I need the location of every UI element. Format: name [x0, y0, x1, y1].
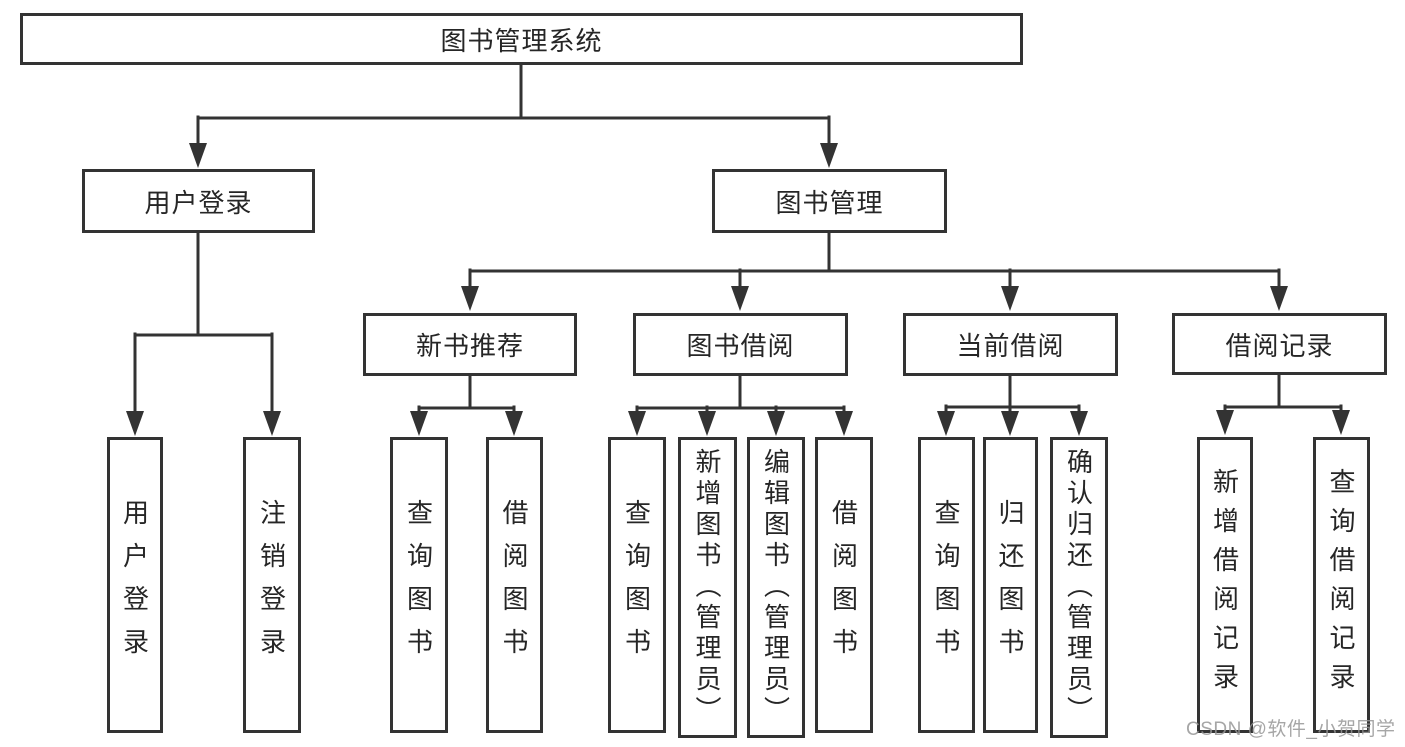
leaf-label: 归还图书	[995, 499, 1025, 671]
node-root: 图书管理系统	[20, 13, 1023, 65]
connector-user-login-to-leaves	[126, 231, 281, 436]
leaf-label: 查询图书	[931, 499, 961, 671]
leaf-label: 查询图书	[403, 499, 434, 671]
connector-current-borrow-to-leaves	[937, 374, 1088, 436]
leaf-label: 新增图书（管理员）	[692, 448, 722, 727]
connector-book-mgmt-to-level3	[461, 231, 1288, 311]
leaf-query-book-current: 查询图书	[918, 437, 975, 733]
leaf-borrow-book: 借阅图书	[815, 437, 873, 733]
leaf-add-book-admin: 新增图书（管理员）	[678, 437, 737, 738]
leaf-label: 编辑图书（管理员）	[760, 448, 791, 727]
node-book-borrow: 图书借阅	[633, 313, 848, 376]
leaf-user-login: 用户登录	[107, 437, 163, 733]
leaf-label: 确认归还（管理员）	[1063, 448, 1094, 727]
leaf-logout: 注销登录	[243, 437, 301, 733]
leaf-edit-book-admin: 编辑图书（管理员）	[747, 437, 805, 738]
node-user-login: 用户登录	[82, 169, 315, 233]
leaf-label: 注销登录	[256, 499, 287, 671]
connector-book-borrow-to-leaves	[628, 374, 853, 436]
connector-borrow-records-to-leaves	[1216, 373, 1350, 435]
leaf-add-borrow-record: 新增借阅记录	[1197, 437, 1253, 733]
connector-root-to-level2	[189, 63, 838, 168]
leaf-query-book-borrow: 查询图书	[608, 437, 666, 733]
leaf-query-borrow-record: 查询借阅记录	[1313, 437, 1370, 733]
csdn-watermark: CSDN @软件_小贺同学	[1186, 719, 1396, 740]
node-borrow-records: 借阅记录	[1172, 313, 1387, 375]
leaf-query-book-rec: 查询图书	[390, 437, 448, 733]
node-book-mgmt: 图书管理	[712, 169, 947, 233]
leaf-label: 借阅图书	[828, 499, 859, 671]
leaf-confirm-return-admin: 确认归还（管理员）	[1050, 437, 1108, 738]
leaf-label: 用户登录	[119, 499, 150, 671]
node-new-book-rec: 新书推荐	[363, 313, 577, 376]
leaf-label: 借阅图书	[499, 499, 529, 671]
leaf-return-book: 归还图书	[983, 437, 1038, 733]
node-current-borrow: 当前借阅	[903, 313, 1118, 376]
leaf-label: 查询图书	[621, 499, 652, 671]
leaf-borrow-book-rec: 借阅图书	[486, 437, 543, 733]
leaf-label: 查询借阅记录	[1326, 468, 1356, 702]
leaf-label: 新增借阅记录	[1209, 468, 1240, 702]
connector-new-book-rec-to-leaves	[410, 374, 523, 436]
